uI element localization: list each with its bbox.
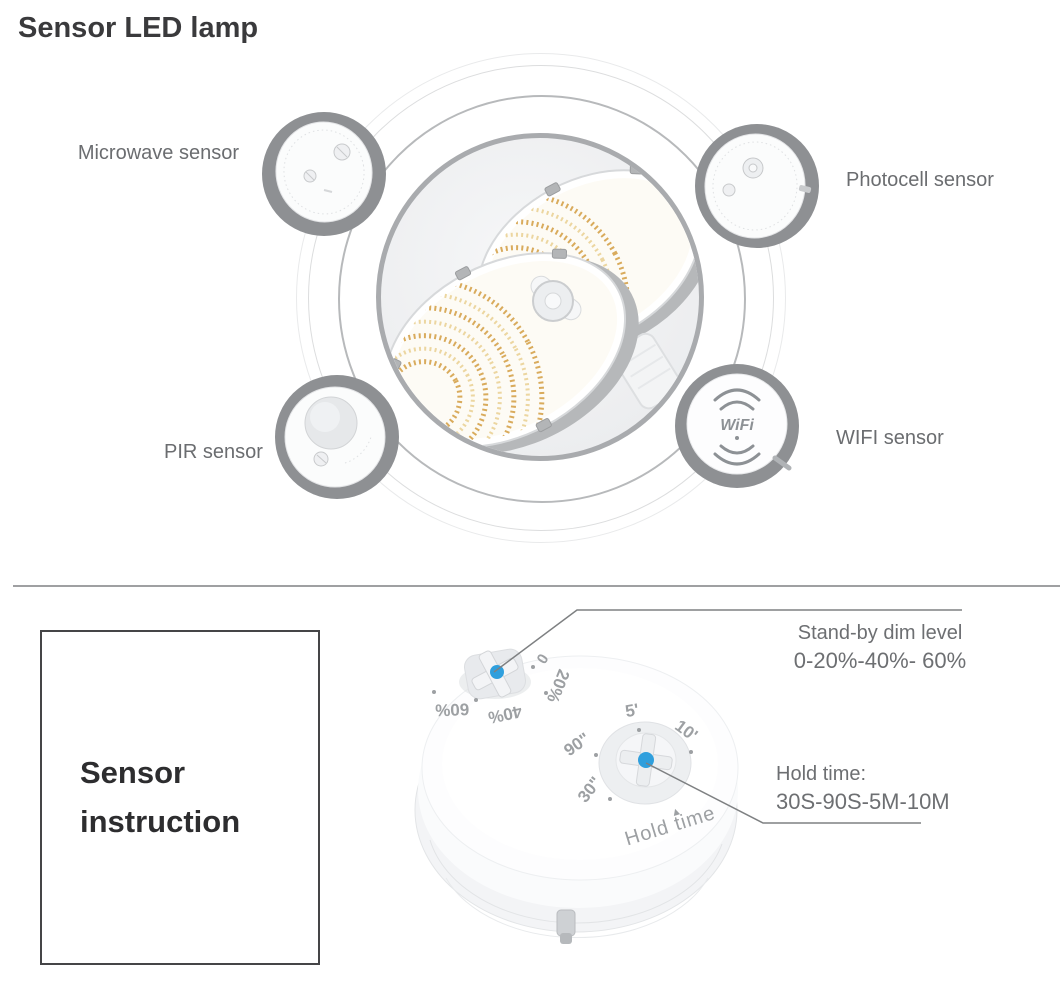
photocell-sensor-icon <box>704 133 812 239</box>
wifi-sensor-badge: WiFi <box>675 364 799 488</box>
hold-annotation: Hold time: 30S-90S-5M-10M <box>776 761 950 816</box>
page-title: Sensor LED lamp <box>18 12 259 44</box>
hold-scale-5m: 5' <box>624 700 641 721</box>
pir-sensor-icon <box>284 386 386 488</box>
dial-body <box>414 655 739 944</box>
wifi-sensor-label: WIFI sensor <box>836 427 944 449</box>
standby-scale-60: 60% <box>435 699 470 719</box>
orbit-ring-middle <box>308 65 774 531</box>
sensor-dial-illustration: 0 20% 40% 60% 5' 10' 90" 30" <box>414 648 739 944</box>
pir-sensor-badge <box>275 375 399 499</box>
microwave-sensor-label: Microwave sensor <box>77 142 239 164</box>
microwave-sensor-icon <box>275 121 373 223</box>
photocell-sensor-label: Photocell sensor <box>846 169 994 191</box>
hold-annotation-values: 30S-90S-5M-10M <box>776 789 950 814</box>
instruction-title: Sensor instruction <box>80 755 241 839</box>
standby-annotation: Stand-by dim level 0-20%-40%- 60% <box>762 620 998 675</box>
pir-sensor-label: PIR sensor <box>164 441 263 463</box>
standby-annotation-title: Stand-by dim level <box>797 622 963 644</box>
microwave-sensor-badge <box>262 112 386 236</box>
orbit-ring-outer <box>296 53 786 543</box>
wifi-sensor-icon: WiFi <box>686 373 792 475</box>
hold-knob-marker <box>638 752 654 768</box>
lamp-hub <box>530 275 582 322</box>
led-lamp-illustration <box>381 164 699 456</box>
hold-annotation-title: Hold time: <box>776 763 867 785</box>
standby-knob-marker <box>490 665 504 679</box>
orbit-ring-inner <box>338 95 746 503</box>
hold-time-knob <box>598 721 692 805</box>
photocell-sensor-badge <box>695 124 819 248</box>
section-divider <box>13 585 1060 587</box>
standby-annotation-values: 0-20%-40%- 60% <box>793 648 967 673</box>
instruction-box: Sensor instruction <box>40 630 320 965</box>
lamp-circle <box>376 133 704 461</box>
wifi-badge-text: WiFi <box>720 417 754 434</box>
